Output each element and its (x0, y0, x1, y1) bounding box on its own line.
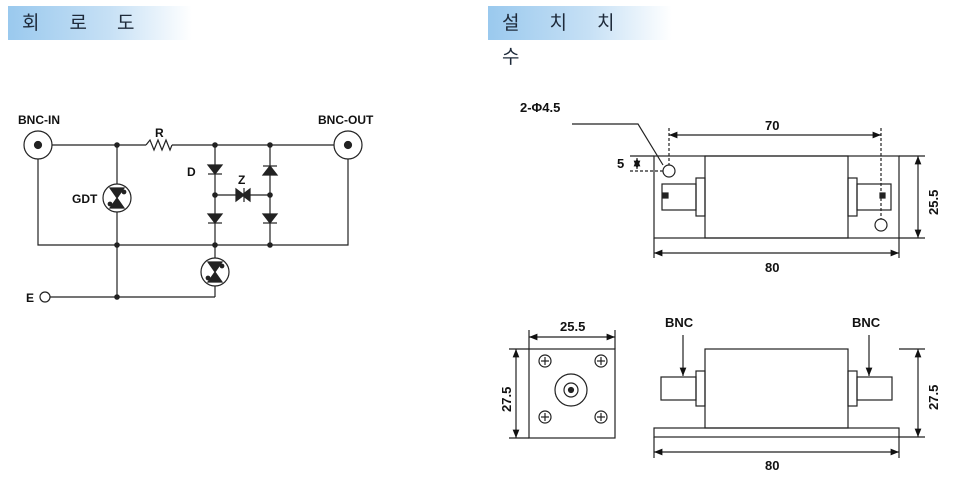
bnc-out-connector (333, 130, 363, 160)
label-e: E (26, 291, 34, 305)
label-r: R (155, 126, 164, 140)
install-dimensions-title: 설 치 치 수 (502, 12, 627, 68)
dim-hole-offset: 5 (617, 156, 624, 171)
junction-dots (114, 142, 273, 300)
top-view (572, 123, 925, 258)
label-bnc-out: BNC-OUT (318, 113, 374, 127)
dim-hole-label: 2-Φ4.5 (520, 100, 560, 115)
dim-end-width: 25.5 (560, 319, 585, 334)
install-dimensions-header: 설 치 치 수 (488, 6, 672, 68)
label-gdt: GDT (72, 192, 98, 206)
dim-side-height: 27.5 (926, 385, 941, 410)
label-d: D (187, 165, 196, 179)
dim-side-length: 80 (765, 458, 779, 473)
diode-d2 (206, 213, 224, 224)
label-bnc-in: BNC-IN (18, 113, 60, 127)
end-view (509, 330, 616, 439)
dim-top-height: 25.5 (926, 190, 941, 215)
diode-d1 (206, 164, 224, 175)
circuit-header: 회 로 도 (8, 6, 192, 40)
mount-hole-left (662, 164, 676, 178)
diode-d4 (261, 213, 279, 224)
dim-end-height: 27.5 (499, 387, 514, 412)
dim-top-length: 80 (765, 260, 779, 275)
circuit-title: 회 로 도 (22, 12, 147, 34)
label-bnc-right: BNC (852, 315, 881, 330)
label-bnc-left: BNC (665, 315, 694, 330)
zener-diode (235, 187, 245, 203)
resistor (145, 138, 173, 152)
side-view (653, 335, 925, 458)
dim-hole-pitch: 70 (765, 118, 779, 133)
mount-hole-right (874, 218, 888, 232)
earth-terminal (39, 291, 51, 303)
label-z: Z (238, 173, 245, 187)
diode-d3 (261, 165, 279, 176)
mount-screws (538, 354, 608, 424)
circuit-diagram (23, 130, 363, 303)
bnc-in-connector (23, 130, 53, 160)
shield-line (37, 159, 349, 246)
